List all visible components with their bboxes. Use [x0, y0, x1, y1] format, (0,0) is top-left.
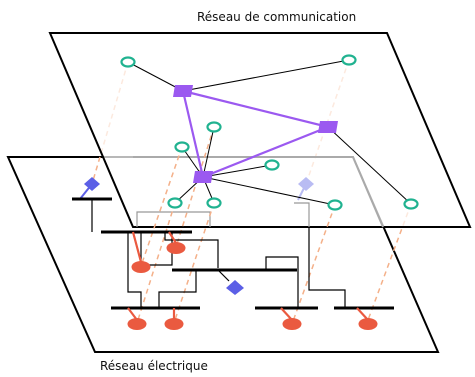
load-branches: [127, 231, 369, 321]
router-icon: [173, 85, 193, 97]
load-nodes: [127, 242, 378, 330]
comm-node-icon: [174, 141, 190, 153]
comm-links: [127, 59, 412, 206]
router-icon: [193, 171, 213, 183]
router-icon: [318, 121, 338, 133]
load-node-icon: [166, 242, 186, 254]
comm-node-icon: [206, 121, 222, 133]
comm-node-icon: [120, 56, 136, 68]
controller-node-icon: [84, 177, 100, 191]
comm-node-icon: [341, 54, 357, 66]
electric-wires: [91, 199, 346, 308]
electrical-network-label: Réseau électrique: [100, 359, 208, 373]
hidden-electric-wires: [136, 202, 310, 227]
communication-network-label: Réseau de communication: [197, 10, 357, 24]
controller-node-icon: [226, 280, 244, 295]
load-node-icon: [131, 261, 151, 273]
controller-nodes: [79, 177, 244, 295]
comm-node-icon: [206, 197, 222, 209]
routers: [173, 85, 338, 183]
electric-buses: [72, 197, 394, 310]
communication-plane: [48, 32, 472, 228]
comm-nodes: [120, 54, 419, 211]
electrical-plane-hidden-edge: [133, 156, 384, 228]
coupling-links-visible: [136, 126, 336, 325]
load-node-icon: [127, 318, 147, 330]
comm-node-icon: [403, 198, 419, 210]
load-node-icon: [282, 318, 302, 330]
router-links: [181, 89, 329, 179]
comm-node-icon: [327, 199, 343, 211]
comm-node-icon: [264, 159, 280, 171]
load-node-icon: [358, 318, 378, 330]
load-node-icon: [164, 318, 184, 330]
comm-node-icon: [167, 197, 183, 209]
